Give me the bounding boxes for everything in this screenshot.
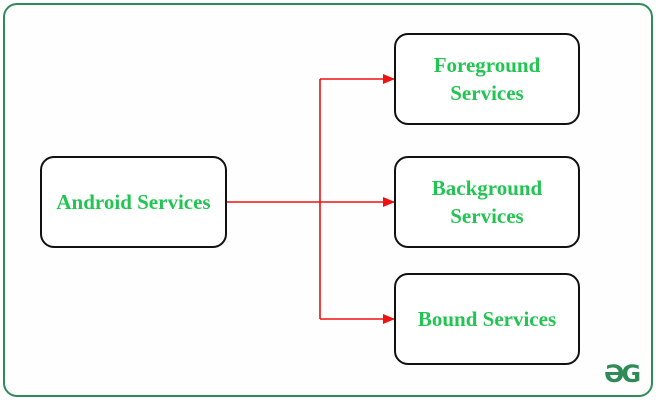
node-foreground-services: Foreground Services: [394, 33, 580, 125]
node-foreground-services-label: Foreground Services: [433, 53, 541, 105]
geeksforgeeks-logo: ƏG: [604, 360, 641, 388]
node-bound-services: Bound Services: [394, 273, 580, 365]
node-background-services: Background Services: [394, 156, 580, 248]
node-bound-services-label: Bound Services: [417, 307, 557, 331]
node-android-services: Android Services: [40, 156, 227, 248]
node-android-services-label: Android Services: [56, 190, 211, 214]
node-background-services-label: Background Services: [431, 176, 543, 228]
